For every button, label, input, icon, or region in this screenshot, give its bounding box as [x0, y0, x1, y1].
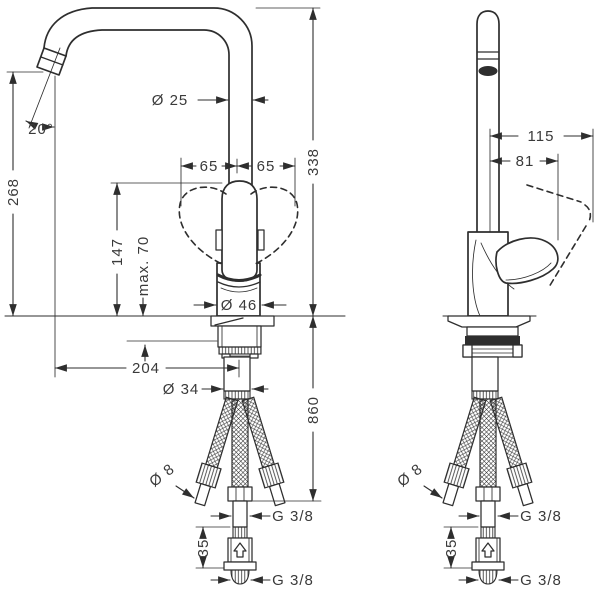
dim-thread-upper-side: G 3/8 — [520, 508, 562, 525]
dim-hose-diameter: Ø 8 — [146, 460, 178, 490]
dim-spout-height: 268 — [5, 178, 22, 206]
dim-hose-length: 860 — [305, 396, 322, 424]
front-dimensions: 20° 268 Ø 25 65 65 338 147 max. 70 — [4, 7, 346, 589]
side-handle — [495, 237, 559, 285]
dim-valve-height-side: 35 — [443, 539, 460, 558]
dim-spout-angle: 20° — [28, 121, 54, 138]
side-handle-raised-envelope — [526, 184, 592, 288]
aerator-tip — [36, 47, 67, 76]
dim-overall-height: 338 — [305, 148, 322, 176]
dim-thread-lower: G 3/8 — [272, 572, 314, 589]
front-handle — [215, 180, 265, 293]
dim-reach: 204 — [132, 360, 160, 377]
dim-handle-reach-outer: 115 — [528, 128, 555, 145]
side-spout-column — [476, 10, 500, 233]
dim-swing-right: 65 — [257, 158, 276, 175]
dim-hose-diameter-side: Ø 8 — [394, 460, 426, 490]
dim-max-height: max. 70 — [135, 236, 152, 296]
dim-thread-lower-side: G 3/8 — [520, 572, 562, 589]
dim-thread-upper: G 3/8 — [272, 508, 314, 525]
dim-body-diameter: Ø 46 — [221, 297, 258, 314]
front-escutcheon — [210, 315, 275, 359]
front-view: 20° 268 Ø 25 65 65 338 147 max. 70 — [4, 7, 346, 589]
spout-outlet — [478, 66, 498, 76]
front-spout — [36, 7, 253, 266]
side-view: 115 81 Ø 8 G 3/8 35 G 3/8 — [394, 10, 594, 589]
dim-handle-height: 147 — [109, 238, 126, 266]
front-handle-swing-envelope — [178, 186, 299, 265]
dim-handle-reach: 81 — [516, 153, 535, 170]
dim-valve-height: 35 — [195, 539, 212, 558]
dim-swing-left: 65 — [200, 158, 219, 175]
seal-ring — [465, 336, 520, 345]
dim-pipe-diameter: Ø 25 — [152, 92, 189, 109]
side-escutcheon — [442, 315, 537, 358]
dim-shank-diameter: Ø 34 — [163, 381, 200, 398]
